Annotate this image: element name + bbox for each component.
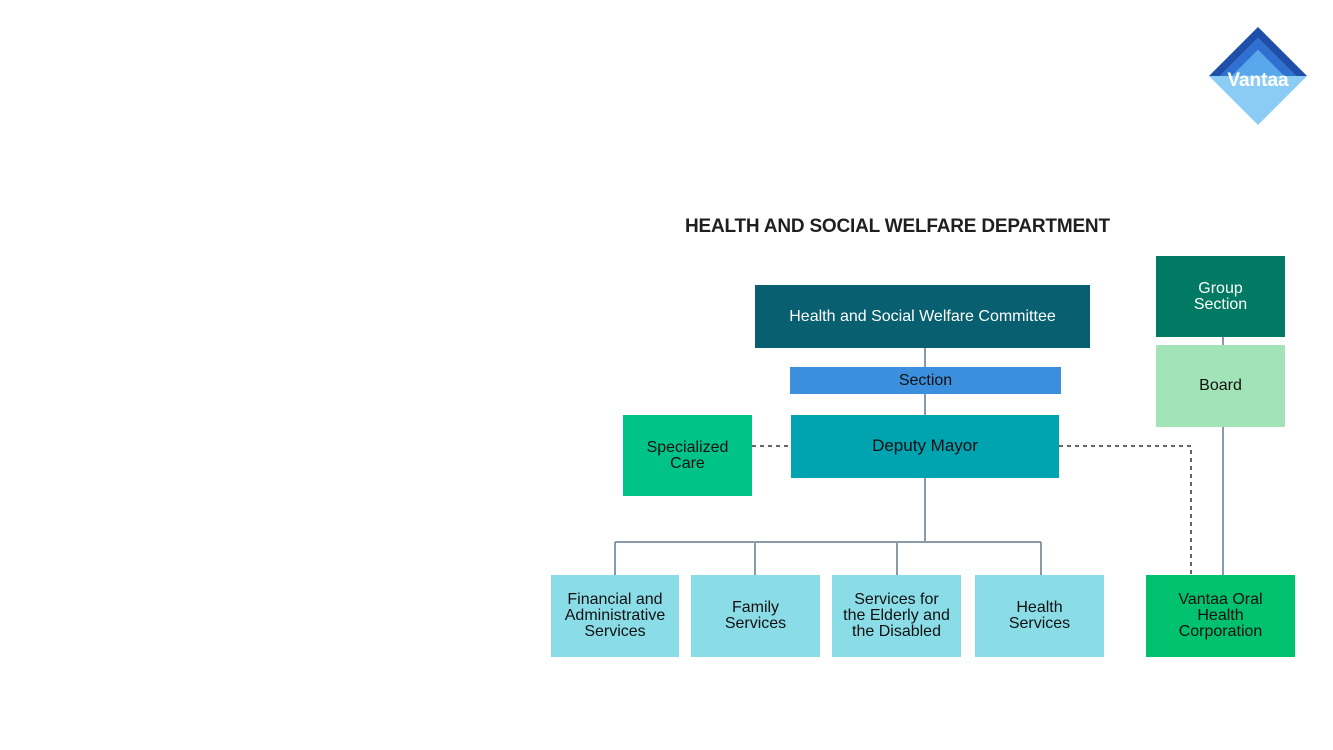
elderly-services-label: Services for the Elderly and the Disable… xyxy=(843,591,950,640)
group-section-label: Group Section xyxy=(1193,279,1248,313)
health-services-box: Health Services xyxy=(975,575,1104,657)
section-label: Section xyxy=(898,371,953,389)
family-services-box: Family Services xyxy=(691,575,820,657)
group-section-box: Group Section xyxy=(1156,256,1285,337)
elderly-services-box: Services for the Elderly and the Disable… xyxy=(832,575,961,657)
health-services-label: Health Services xyxy=(1008,599,1071,632)
deputy-mayor-box: Deputy Mayor xyxy=(791,415,1059,478)
financial-services-label: Financial and Administrative Services xyxy=(564,591,666,640)
oral-health-box: Vantaa Oral Health Corporation xyxy=(1146,575,1295,657)
board-box: Board xyxy=(1156,345,1285,427)
specialized-care-label: Specialized Care xyxy=(646,438,729,472)
section-box: Section xyxy=(790,367,1061,394)
vantaa-logo-text: Vantaa xyxy=(1227,70,1289,91)
financial-services-box: Financial and Administrative Services xyxy=(551,575,679,657)
family-services-label: Family Services xyxy=(724,599,787,632)
dashed-deputy-oral xyxy=(1059,445,1192,575)
committee-box: Health and Social Welfare Committee xyxy=(755,285,1090,348)
committee-label: Health and Social Welfare Committee xyxy=(789,307,1056,325)
vantaa-logo: Vantaa xyxy=(1209,27,1307,125)
deputy-mayor-label: Deputy Mayor xyxy=(872,436,978,455)
specialized-care-box: Specialized Care xyxy=(623,415,752,496)
board-label: Board xyxy=(1199,377,1242,394)
diagram-title: HEALTH AND SOCIAL WELFARE DEPARTMENT xyxy=(685,216,1110,237)
oral-health-label: Vantaa Oral Health Corporation xyxy=(1178,591,1263,640)
